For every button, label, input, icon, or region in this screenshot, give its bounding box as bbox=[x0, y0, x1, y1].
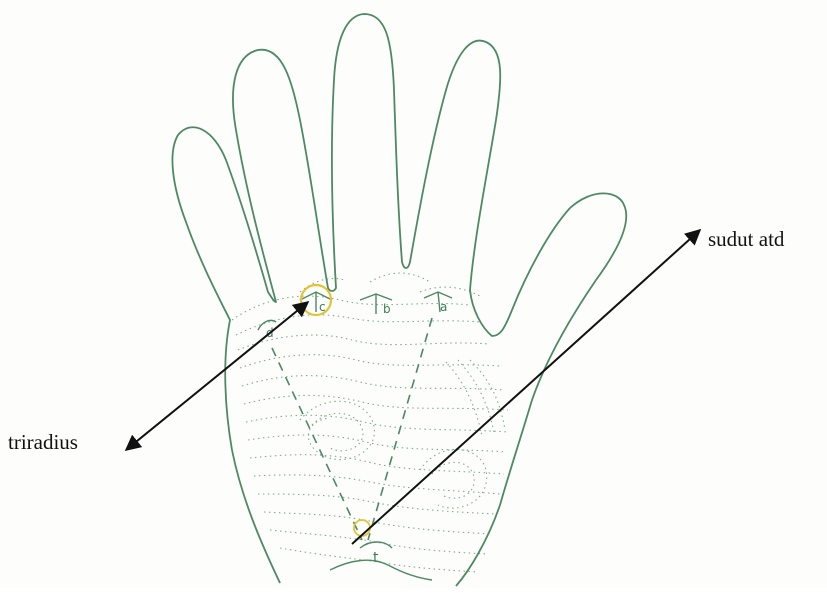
triradius-label: triradius bbox=[8, 432, 78, 453]
triradius-arrow bbox=[126, 302, 308, 450]
wrist-crease bbox=[330, 560, 432, 580]
sudut-atd-label: sudut atd bbox=[708, 229, 784, 250]
triradius-a-label: a bbox=[440, 300, 447, 314]
triradius-b-label: b bbox=[383, 302, 391, 316]
atd-angle-lines bbox=[272, 318, 432, 540]
triradius-t-label: t bbox=[373, 550, 379, 566]
